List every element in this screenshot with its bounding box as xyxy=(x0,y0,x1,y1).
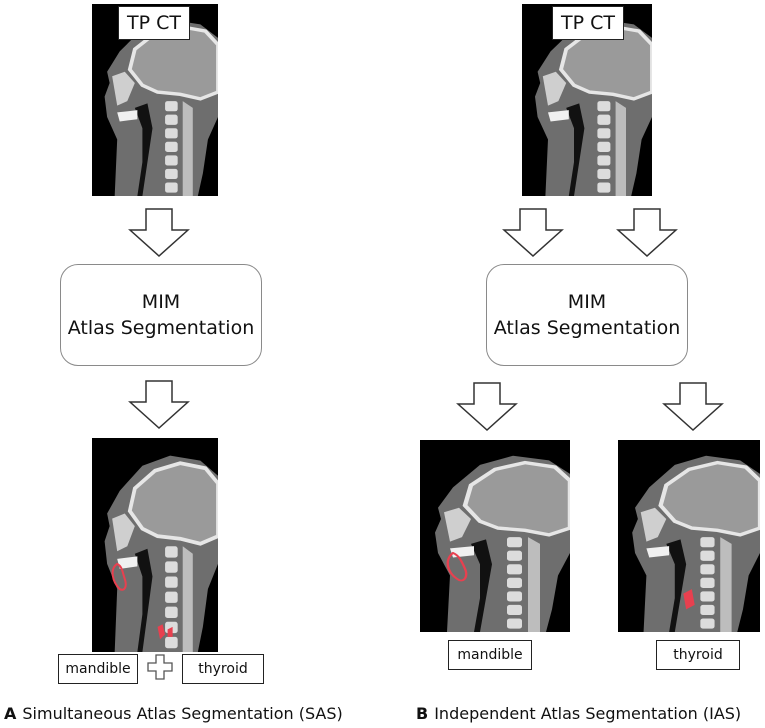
panel-b-arrow-right-2 xyxy=(662,382,724,432)
panel-b-arrow-right-1 xyxy=(616,208,678,258)
panel-b-caption: B Independent Atlas Segmentation (IAS) xyxy=(416,704,741,723)
panel-a-output-ct-image xyxy=(92,438,218,652)
panel-b-thyroid-ct-image xyxy=(618,440,760,632)
panel-a-process-line-2: Atlas Segmentation xyxy=(67,317,255,339)
panel-b-process-box: MIM Atlas Segmentation xyxy=(486,264,688,366)
panel-b-process-line-2: Atlas Segmentation xyxy=(493,317,681,339)
panel-b-mandible-label: mandible xyxy=(448,640,532,670)
panel-a-caption: A Simultaneous Atlas Segmentation (SAS) xyxy=(4,704,343,723)
panel-a-input-label: TP CT xyxy=(118,6,190,40)
panel-b-process-line-1: MIM xyxy=(567,291,607,313)
panel-a-thyroid-label: thyroid xyxy=(182,654,264,684)
panel-a-mandible-label: mandible xyxy=(58,654,138,684)
plus-icon xyxy=(147,654,173,680)
panel-a-arrow-1 xyxy=(128,208,190,258)
panel-a-caption-text: Simultaneous Atlas Segmentation (SAS) xyxy=(22,704,343,723)
panel-b-thyroid-label: thyroid xyxy=(656,640,740,670)
panel-a-letter: A xyxy=(4,704,17,723)
panel-b-caption-text: Independent Atlas Segmentation (IAS) xyxy=(434,704,742,723)
panel-b-letter: B xyxy=(416,704,429,723)
panel-b-arrow-left-2 xyxy=(456,382,518,432)
panel-a-arrow-2 xyxy=(128,380,190,430)
panel-a-process-box: MIM Atlas Segmentation xyxy=(60,264,262,366)
panel-b-input-label: TP CT xyxy=(552,6,624,40)
panel-b-arrow-left-1 xyxy=(502,208,564,258)
panel-b-mandible-ct-image xyxy=(420,440,570,632)
panel-a-process-line-1: MIM xyxy=(141,291,181,313)
